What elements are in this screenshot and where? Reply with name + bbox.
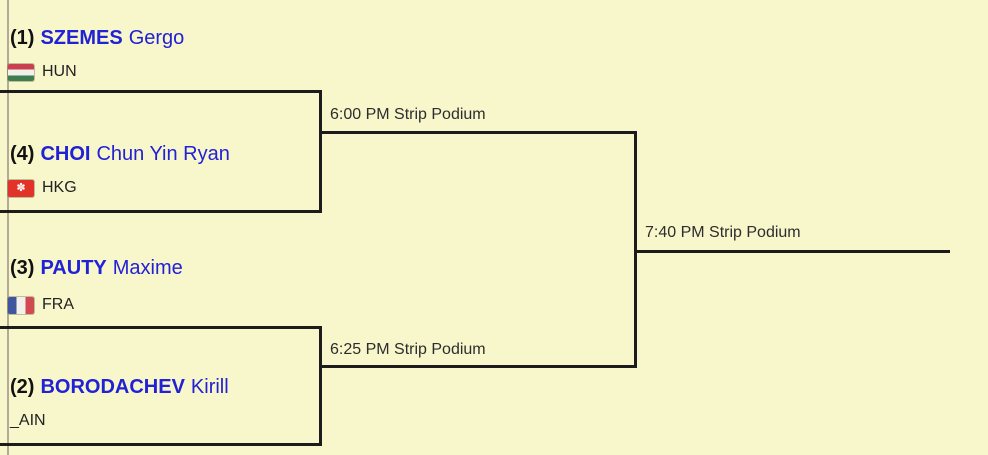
match-schedule-final: 7:40 PM Strip Podium — [645, 224, 801, 241]
hungary-flag-icon — [8, 63, 34, 81]
player-seed: (1) — [10, 27, 35, 49]
hong-kong-flag-icon: ✽ — [8, 179, 34, 197]
player-entry-4: (2) BORODACHEV Kirill — [10, 376, 229, 399]
bracket-connector-final — [634, 131, 637, 368]
country-code: _AIN — [10, 412, 46, 429]
player-country-2: ✽ HKG — [8, 179, 77, 197]
player-seed: (3) — [10, 257, 35, 279]
bracket-winner-line-final — [634, 250, 950, 253]
bracket-winner-line-semifinal-2 — [319, 365, 637, 368]
player-entry-2: (4) CHOI Chun Yin Ryan — [10, 143, 230, 166]
player-firstname: Chun Yin Ryan — [96, 143, 230, 165]
bauhinia-flower-icon: ✽ — [16, 181, 26, 194]
bracket-winner-line-semifinal-1 — [319, 131, 637, 134]
player-country-4: _AIN — [10, 412, 46, 430]
player-seed: (4) — [10, 143, 35, 165]
country-code: HUN — [42, 63, 77, 80]
player-entry-1: (1) SZEMES Gergo — [10, 27, 184, 50]
player-lastname: PAUTY — [40, 257, 107, 279]
player-name-3: (3) PAUTY Maxime — [10, 257, 183, 280]
player-firstname: Maxime — [112, 257, 183, 279]
match-schedule-semifinal-1: 6:00 PM Strip Podium — [330, 106, 486, 123]
match-schedule-semifinal-2: 6:25 PM Strip Podium — [330, 341, 486, 358]
player-lastname: CHOI — [40, 143, 91, 165]
player-lastname: SZEMES — [40, 27, 123, 49]
player-name-2: (4) CHOI Chun Yin Ryan — [10, 143, 230, 166]
bracket-connector-semifinal-1 — [319, 90, 322, 213]
france-flag-icon — [8, 296, 34, 314]
country-code: FRA — [42, 296, 74, 313]
player-firstname: Gergo — [128, 27, 185, 49]
player-seed: (2) — [10, 376, 35, 398]
player-lastname: BORODACHEV — [40, 376, 185, 398]
bracket-connector-semifinal-2 — [319, 326, 322, 446]
player-entry-3: (3) PAUTY Maxime — [10, 257, 183, 280]
country-code: HKG — [42, 179, 77, 196]
player-name-1: (1) SZEMES Gergo — [10, 27, 184, 50]
player-firstname: Kirill — [190, 376, 229, 398]
player-country-3: FRA — [8, 296, 74, 314]
bracket-line-under-player-1 — [0, 90, 322, 93]
bracket-line-under-player-2 — [0, 210, 322, 213]
bracket-line-under-player-4 — [0, 443, 322, 446]
bracket-line-under-player-3 — [0, 326, 322, 329]
player-name-4: (2) BORODACHEV Kirill — [10, 376, 229, 399]
bracket-left-border — [7, 0, 9, 455]
player-country-1: HUN — [8, 63, 77, 81]
